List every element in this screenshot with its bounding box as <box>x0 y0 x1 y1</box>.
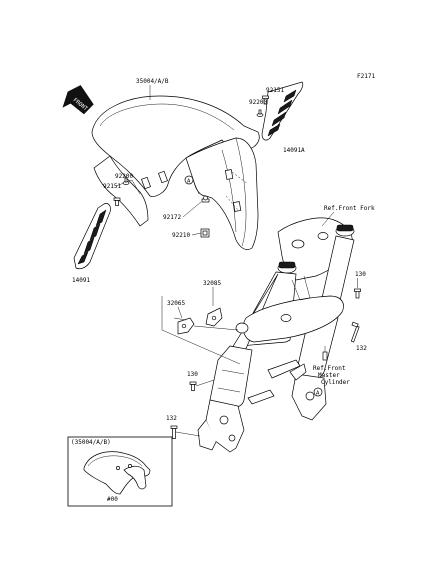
cover-left <box>73 203 111 270</box>
leader-ref-fork <box>321 211 335 227</box>
svg-text:A: A <box>187 179 191 185</box>
inset-title: (35004/A/B) <box>71 439 111 446</box>
leader-32065 <box>177 306 183 319</box>
leader-clamp-to-fork <box>193 325 239 331</box>
label-cover-left: 14091 <box>72 277 90 284</box>
svg-text:A: A <box>316 391 320 397</box>
nut-92210-icon <box>200 228 210 238</box>
label-nut-92210: 92210 <box>172 232 190 239</box>
label-clamp-32065: 32065 <box>167 300 185 307</box>
bolt-132-right-icon <box>350 321 360 343</box>
inset-variant: #00 <box>107 496 118 503</box>
leader-a-upper <box>192 179 200 195</box>
bolt-130-left-icon <box>189 381 197 391</box>
leader-92172 <box>182 201 202 218</box>
label-clamp-32085: 32085 <box>203 280 221 287</box>
label-bolt-132-right: 132 <box>356 345 367 352</box>
front-fender <box>91 95 260 250</box>
bolt-top-icon <box>262 95 269 105</box>
leader-92210 <box>191 232 202 236</box>
washer-top-icon <box>256 109 264 117</box>
clamp-32085-icon <box>205 307 223 327</box>
cover-right <box>261 81 304 141</box>
label-bolt-92172: 92172 <box>163 214 181 221</box>
marker-a-upper: A <box>184 175 194 185</box>
master-cylinder-bracket <box>289 346 328 381</box>
bolt-92172-icon <box>201 195 210 203</box>
leader-132-left <box>175 431 201 437</box>
bolt-132-left-icon <box>170 425 178 439</box>
ref-front-fork: Ref.Front Fork <box>324 205 375 212</box>
label-cover-right: 14091A <box>283 147 305 154</box>
label-washer-92200-left: 92200 <box>115 173 133 180</box>
front-fork-assembly <box>197 217 355 453</box>
label-bolt-130-left: 130 <box>187 371 198 378</box>
label-fender: 35004/A/B <box>136 78 169 85</box>
leader-130-left <box>195 379 215 387</box>
label-bolt-132-left: 132 <box>166 415 177 422</box>
washer-left-icon <box>122 177 130 185</box>
leader-clamp-bracket <box>161 296 241 365</box>
label-washer-92200-top: 92200 <box>249 99 267 106</box>
ref-master-cylinder-2: Master <box>318 372 340 379</box>
figure-code: F2171 <box>357 73 375 80</box>
label-bolt-130-right: 130 <box>355 271 366 278</box>
bolt-left-icon <box>113 197 121 206</box>
clamp-32065-icon <box>173 317 195 335</box>
marker-a-lower: A <box>313 387 323 397</box>
front-arrow-icon: FRONT <box>62 85 94 115</box>
bolt-130-right-icon <box>354 288 361 299</box>
inset-box: (35004/A/B) #00 <box>67 436 173 507</box>
label-bolt-92151-left: 92151 <box>103 183 121 190</box>
label-bolt-92151-top: 92151 <box>266 87 284 94</box>
ref-master-cylinder-1: Ref.Front <box>313 365 346 372</box>
ref-master-cylinder-3: Cylinder <box>321 379 350 386</box>
